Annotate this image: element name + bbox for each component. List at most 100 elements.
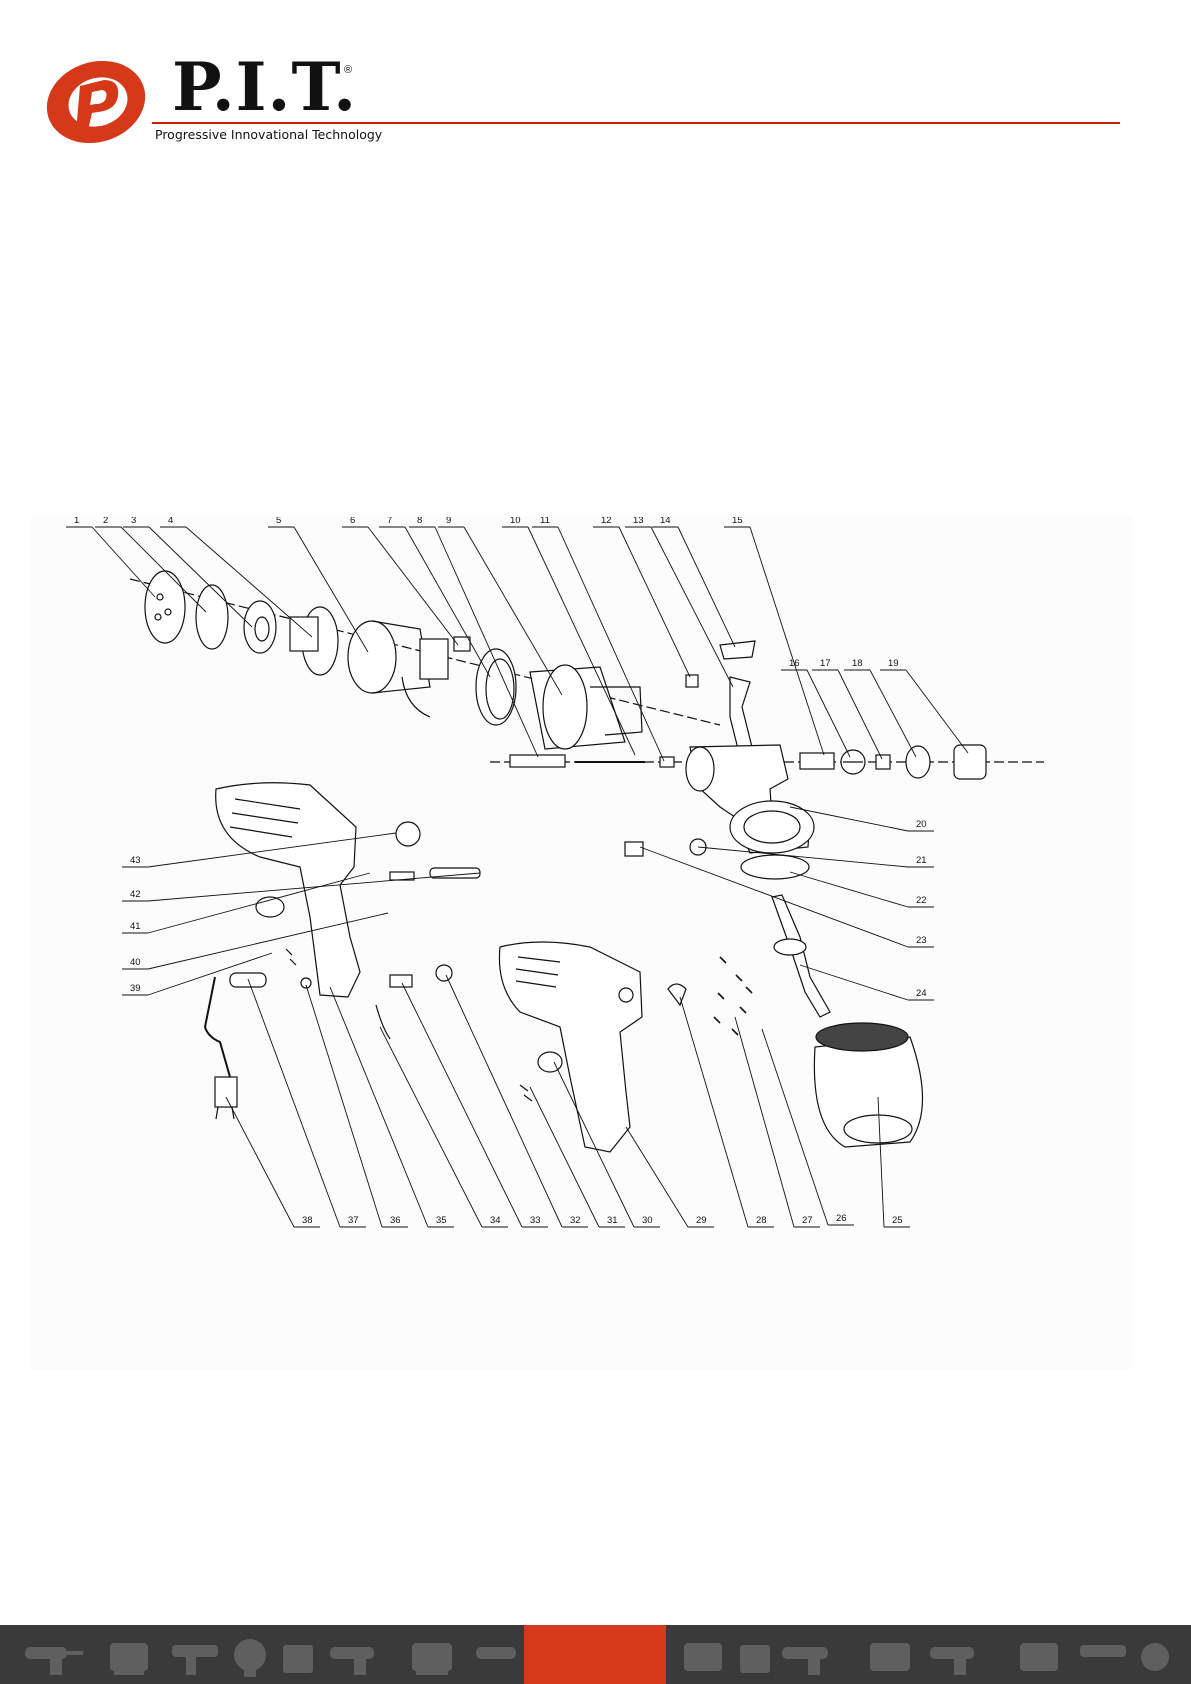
callout-number: 25 xyxy=(892,1215,903,1226)
callout-number: 17 xyxy=(820,658,831,669)
callout-36: 36 xyxy=(305,984,408,1228)
callout-2: 2 xyxy=(95,517,207,613)
callout-number: 43 xyxy=(130,855,141,866)
saw-icon xyxy=(412,1643,452,1675)
callout-11: 11 xyxy=(532,517,665,762)
callout-8: 8 xyxy=(409,517,539,758)
hammer-drill-icon xyxy=(172,1645,218,1675)
callout-number: 30 xyxy=(642,1215,653,1226)
callout-20: 20 xyxy=(789,806,934,832)
callout-number: 9 xyxy=(446,517,451,526)
callout-14: 14 xyxy=(652,517,736,648)
callout-39: 39 xyxy=(122,952,273,996)
callout-25: 25 xyxy=(877,1096,910,1228)
screwdriver-icon xyxy=(330,1647,374,1675)
callout-27: 27 xyxy=(734,1016,820,1228)
brand-name: P.I.T. xyxy=(172,48,358,126)
callout-number: 40 xyxy=(130,957,141,968)
callout-number: 31 xyxy=(607,1215,618,1226)
callout-31: 31 xyxy=(529,1086,625,1228)
generator-icon xyxy=(110,1643,148,1675)
callout-number: 6 xyxy=(350,517,355,526)
diagram-artwork xyxy=(129,570,1044,1153)
callout-5: 5 xyxy=(268,517,369,653)
callout-37: 37 xyxy=(247,978,366,1228)
callout-number: 34 xyxy=(490,1215,501,1226)
callout-28: 28 xyxy=(679,996,774,1228)
callout-13: 13 xyxy=(625,517,734,688)
callout-number: 11 xyxy=(540,517,550,526)
callout-number: 41 xyxy=(130,921,141,932)
callout-24: 24 xyxy=(799,964,934,1001)
page-footer xyxy=(0,1625,1191,1684)
callout-9: 9 xyxy=(438,517,563,696)
callout-number: 23 xyxy=(916,935,927,946)
callout-4: 4 xyxy=(160,517,313,638)
callout-15: 15 xyxy=(724,517,825,756)
callout-number: 20 xyxy=(916,819,927,830)
callout-number: 4 xyxy=(168,517,173,526)
callout-40: 40 xyxy=(122,912,389,970)
callout-6: 6 xyxy=(342,517,459,646)
pit-logo-icon xyxy=(46,60,146,144)
header-rule xyxy=(152,122,1120,124)
callout-number: 12 xyxy=(601,517,612,526)
callout-10: 10 xyxy=(502,517,636,756)
callout-number: 42 xyxy=(130,889,141,900)
callout-number: 37 xyxy=(348,1215,359,1226)
callout-number: 18 xyxy=(852,658,863,669)
callout-42: 42 xyxy=(122,872,481,902)
callout-7: 7 xyxy=(379,517,491,678)
drill-icon xyxy=(25,1647,83,1675)
callout-21: 21 xyxy=(697,846,934,868)
callout-16: 16 xyxy=(781,658,851,758)
callout-number: 7 xyxy=(387,517,392,526)
footer-accent-block xyxy=(524,1625,666,1684)
callout-29: 29 xyxy=(625,1126,714,1228)
callout-33: 33 xyxy=(401,982,548,1228)
callout-30: 30 xyxy=(553,1061,660,1228)
callout-19: 19 xyxy=(880,658,969,754)
battery-icon xyxy=(283,1645,313,1673)
callout-number: 15 xyxy=(732,517,743,526)
footer-tool-icons xyxy=(25,1639,1169,1677)
callout-number: 8 xyxy=(417,517,422,526)
callout-number: 13 xyxy=(633,517,644,526)
brand-tagline: Progressive Innovational Technology xyxy=(155,127,383,142)
callout-18: 18 xyxy=(844,658,917,758)
callout-number: 2 xyxy=(103,517,108,526)
callout-number: 27 xyxy=(802,1215,813,1226)
callout-number: 5 xyxy=(276,517,281,526)
page-header: P.I.T. ® Progressive Innovational Techno… xyxy=(0,0,1191,160)
callout-12: 12 xyxy=(593,517,691,678)
callout-number: 19 xyxy=(888,658,899,669)
callout-number: 36 xyxy=(390,1215,401,1226)
mixer-icon xyxy=(234,1639,266,1677)
callout-number: 14 xyxy=(660,517,671,526)
callout-number: 28 xyxy=(756,1215,767,1226)
callout-32: 32 xyxy=(445,974,588,1228)
callout-number: 32 xyxy=(570,1215,581,1226)
callout-3: 3 xyxy=(123,517,253,628)
callout-41: 41 xyxy=(122,872,371,934)
callout-17: 17 xyxy=(812,658,883,760)
callout-22: 22 xyxy=(789,871,934,908)
callout-number: 10 xyxy=(510,517,521,526)
callout-26: 26 xyxy=(761,1028,854,1226)
callout-number: 24 xyxy=(916,988,927,999)
callout-34: 34 xyxy=(379,1026,508,1228)
callout-number: 39 xyxy=(130,983,141,994)
callout-number: 21 xyxy=(916,855,927,866)
callout-43: 43 xyxy=(122,832,397,868)
callout-number: 26 xyxy=(836,1213,847,1224)
callout-35: 35 xyxy=(329,986,454,1228)
registered-mark: ® xyxy=(344,64,353,76)
callout-number: 3 xyxy=(131,517,136,526)
callout-number: 16 xyxy=(789,658,800,669)
callout-number: 22 xyxy=(916,895,927,906)
callout-number: 1 xyxy=(74,517,79,526)
callout-number: 35 xyxy=(436,1215,447,1226)
callout-38: 38 xyxy=(225,1096,320,1228)
